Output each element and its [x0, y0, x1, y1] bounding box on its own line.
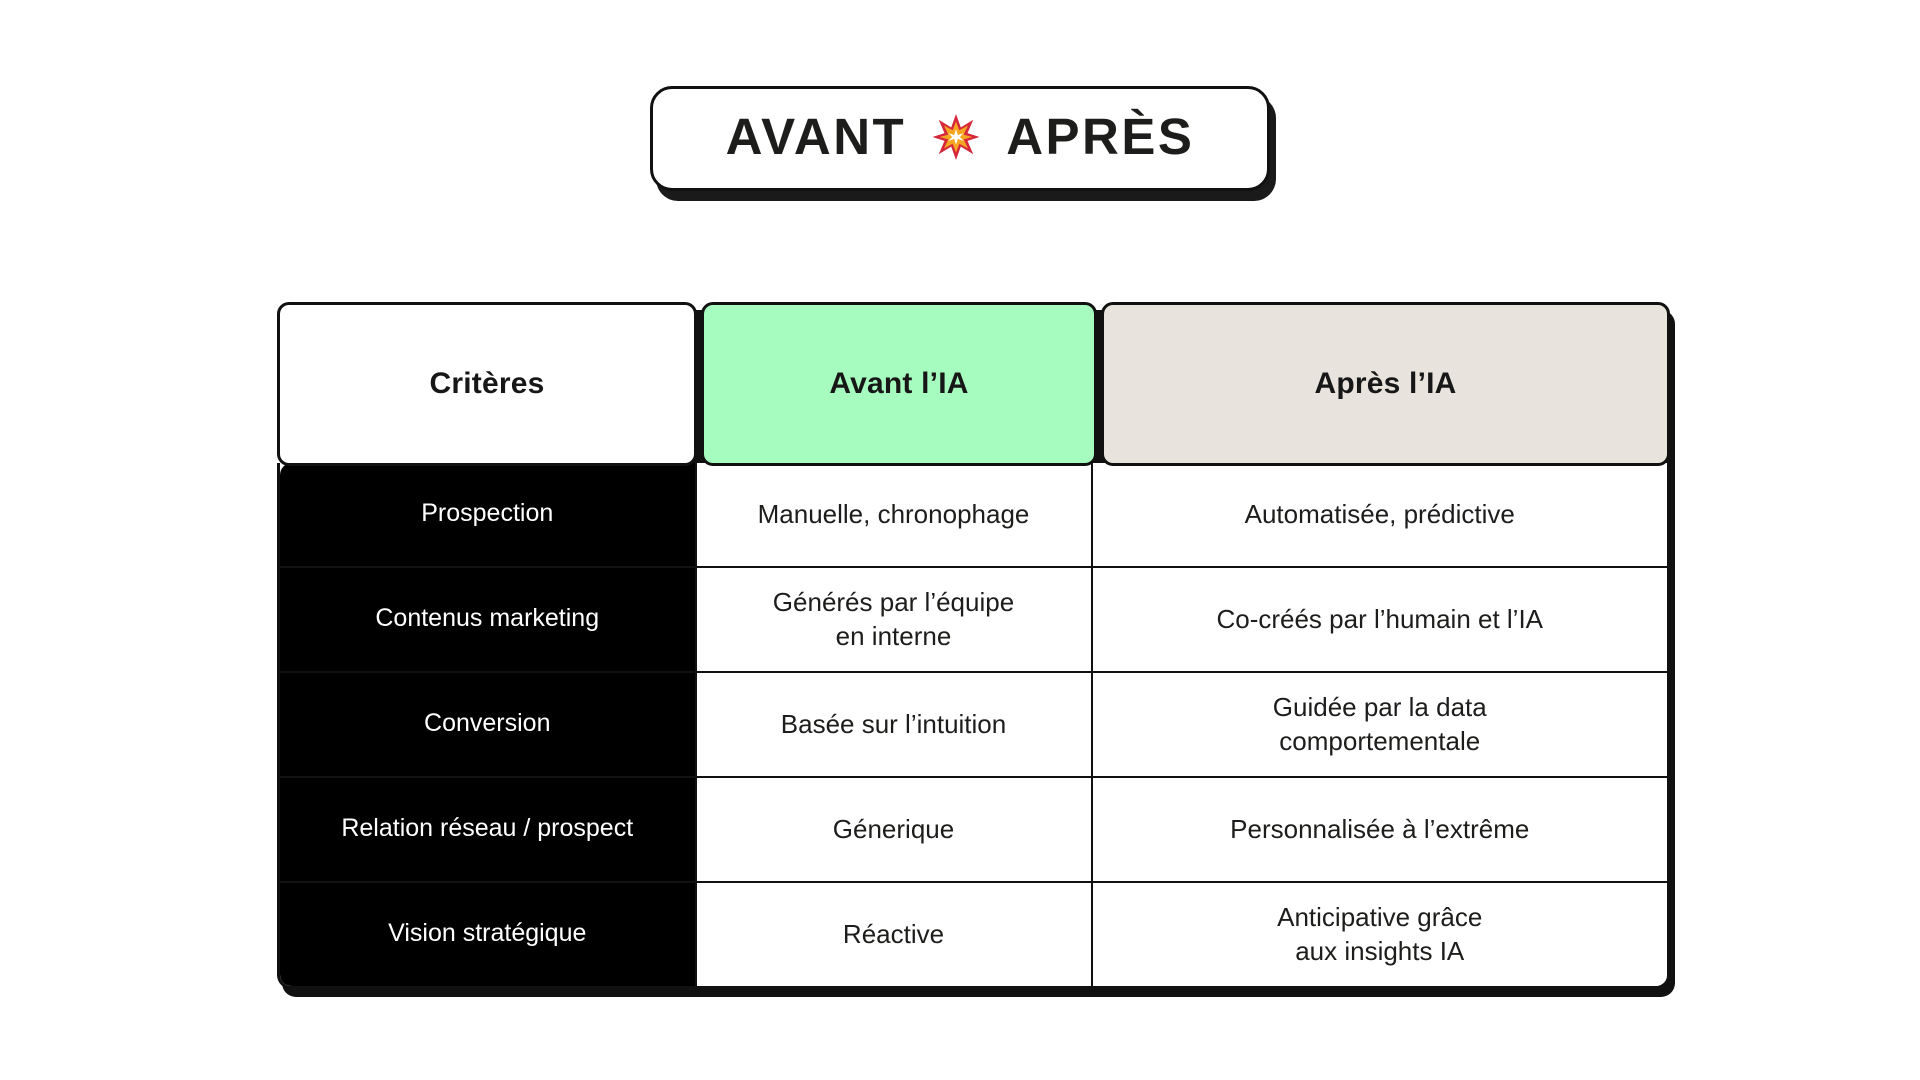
table-cell-after-ai: Guidée par la data comportementale	[1092, 672, 1667, 776]
cell-text-line: Guidée par la data	[1272, 691, 1487, 722]
cell-text-line: Manuelle, chronophage	[757, 498, 1030, 529]
cell-text: Contenus marketing	[375, 604, 600, 633]
table-cell-after-ai: Anticipative grâce aux insights IA	[1092, 882, 1667, 986]
table-header-label-after-ai: Après l’IA	[1314, 367, 1457, 400]
table-header-label-before-ai: Avant l’IA	[829, 367, 969, 400]
table-header-cell-after-ai: Après l’IA	[1101, 302, 1670, 466]
cell-text: Prospection	[421, 499, 554, 528]
table-header-label-criteria: Critères	[429, 367, 545, 400]
table-cell-after-ai: Automatisée, prédictive	[1092, 462, 1667, 566]
comparison-table-wrapper: Critères Avant l’IA Après l’IA Prospecti…	[277, 302, 1675, 997]
table-row: Conversion Basée sur l’intuition Guidée …	[280, 672, 1667, 778]
table-header-cell-before-ai: Avant l’IA	[701, 302, 1097, 466]
cell-text-line: en interne	[835, 621, 952, 651]
cell-text: Relation réseau / prospect	[341, 814, 634, 843]
table-body: Prospection Manuelle, chronophage Automa…	[277, 462, 1670, 989]
table-row: Prospection Manuelle, chronophage Automa…	[280, 462, 1667, 568]
title-badge: AVANT APRÈS	[650, 86, 1270, 191]
cell-text-line: Personnalisée à l’extrême	[1230, 813, 1530, 844]
cell-text-line: Réactive	[842, 918, 945, 949]
table-row: Contenus marketing Générés par l’équipe …	[280, 567, 1667, 673]
title-word-apres: APRÈS	[1006, 108, 1195, 165]
cell-text-line: aux insights IA	[1295, 936, 1465, 966]
table-cell-criteria: Contenus marketing	[280, 567, 697, 671]
cell-text-line: Basée sur l’intuition	[780, 708, 1007, 739]
cell-text: Vision stratégique	[388, 919, 587, 948]
cell-text-line: Générés par l’équipe	[772, 586, 1015, 617]
table-cell-before-ai: Réactive	[696, 882, 1093, 986]
collision-burst-icon	[932, 113, 980, 160]
table-cell-criteria: Relation réseau / prospect	[280, 777, 697, 881]
table-row: Vision stratégique Réactive Anticipative…	[280, 882, 1667, 986]
table-cell-after-ai: Co-créés par l’humain et l’IA	[1092, 567, 1667, 671]
table-header-row: Critères Avant l’IA Après l’IA	[277, 302, 1670, 466]
cell-text-line: Co-créés par l’humain et l’IA	[1216, 603, 1544, 634]
table-cell-before-ai: Générés par l’équipe en interne	[696, 567, 1093, 671]
table-cell-before-ai: Génerique	[696, 777, 1093, 881]
table-row: Relation réseau / prospect Génerique Per…	[280, 777, 1667, 883]
table-cell-after-ai: Personnalisée à l’extrême	[1092, 777, 1667, 881]
title-word-avant: AVANT	[725, 108, 907, 165]
cell-text: Conversion	[424, 709, 551, 738]
title-badge-wrapper: AVANT APRÈS	[650, 86, 1276, 201]
table-cell-criteria: Vision stratégique	[280, 882, 697, 986]
table-header-cell-criteria: Critères	[277, 302, 697, 466]
cell-text-line: Anticipative grâce	[1277, 901, 1483, 932]
table-cell-before-ai: Basée sur l’intuition	[696, 672, 1093, 776]
table-cell-before-ai: Manuelle, chronophage	[696, 462, 1093, 566]
cell-text-line: Automatisée, prédictive	[1244, 498, 1515, 529]
cell-text-line: comportementale	[1279, 726, 1481, 756]
comparison-table: Critères Avant l’IA Après l’IA Prospecti…	[277, 302, 1670, 989]
table-cell-criteria: Prospection	[280, 462, 697, 566]
cell-text-line: Génerique	[832, 813, 955, 844]
table-cell-criteria: Conversion	[280, 672, 697, 776]
